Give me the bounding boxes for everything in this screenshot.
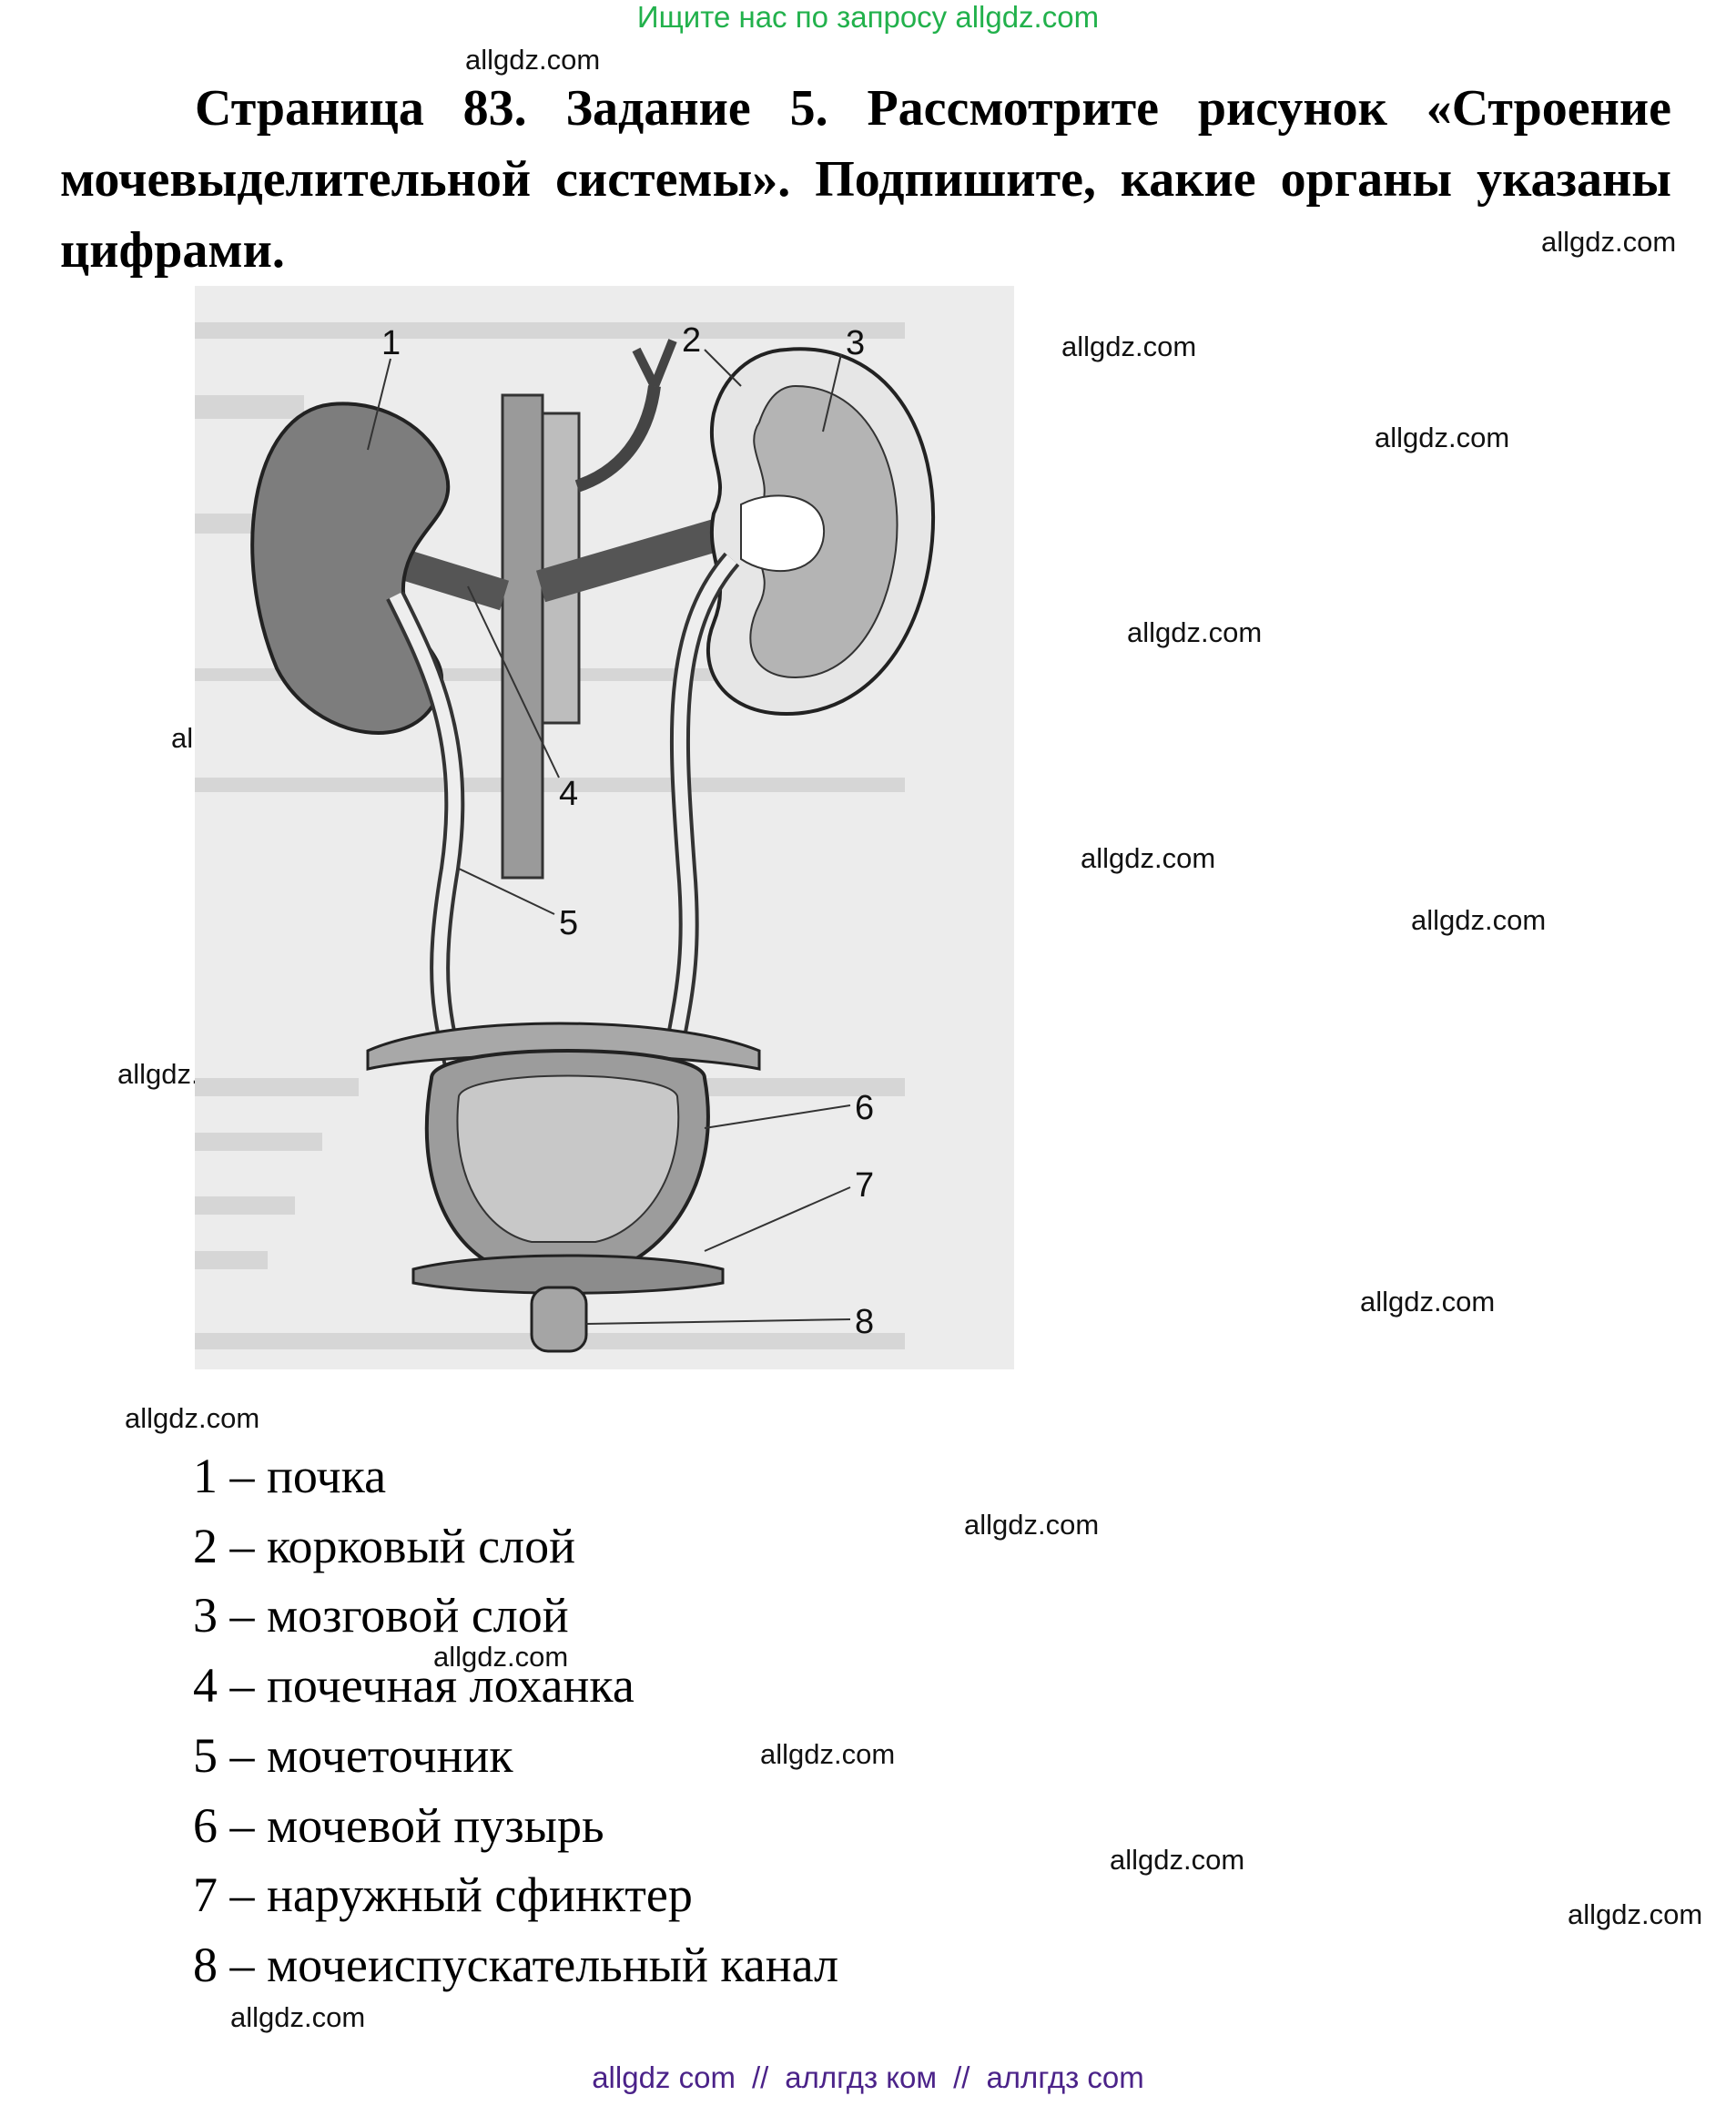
answer-item: 2 – корковый слой	[193, 1518, 575, 1573]
figure-label-5: 5	[559, 904, 578, 942]
figure-label-1: 1	[381, 324, 401, 362]
answer-item: 8 – мочеиспускательный канал	[193, 1937, 839, 1992]
link-separator: //	[953, 2060, 970, 2094]
answer-list: 1 – почка 2 – корковый слой 3 – мозговой…	[193, 1441, 838, 2000]
answer-item: 7 – наружный сфинктер	[193, 1867, 693, 1923]
figure-label-4: 4	[559, 775, 578, 813]
watermark: allgdz.com	[1110, 1844, 1245, 1876]
watermark: allgdz.com	[1375, 422, 1510, 453]
sphincter	[411, 1254, 725, 1295]
leader-lines	[367, 349, 851, 1325]
figure-label-2: 2	[682, 321, 701, 360]
answer-item: 6 – мочевой пузырь	[193, 1797, 604, 1853]
answer-item: 1 – почка	[193, 1449, 387, 1503]
watermark: allgdz.com	[1568, 1898, 1703, 1930]
figure-label-6: 6	[855, 1089, 874, 1127]
watermark: allgdz.com	[465, 44, 601, 76]
answer-item: 3 – мозговой слой	[193, 1588, 569, 1643]
bottom-link[interactable]: allgdz com	[592, 2060, 736, 2094]
urethra	[530, 1286, 588, 1353]
watermark: allgdz.com	[230, 2001, 366, 2033]
answer-item: 4 – почечная лоханка	[193, 1658, 635, 1714]
figure-label-3: 3	[846, 324, 865, 362]
watermark: allgdz.com	[1360, 1286, 1496, 1318]
watermark: allgdz.com	[1411, 904, 1547, 936]
watermark: allgdz.com	[1061, 331, 1197, 362]
watermark: allgdz.com	[433, 1641, 569, 1673]
urinary-system-drawing: 1 2 3 4 5 6 7 8	[195, 321, 936, 1353]
bottom-link[interactable]: аллгдз ком	[785, 2060, 938, 2094]
figure-label-7: 7	[855, 1166, 874, 1205]
watermark: allgdz.com	[125, 1402, 260, 1434]
task-heading: Страница 83. Задание 5. Рассмотрите рису…	[60, 80, 1671, 279]
urinary-system-figure: 1 2 3 4 5 6 7 8	[195, 286, 1014, 1369]
bottom-links: allgdz com // аллгдз ком // аллгдз com	[0, 2060, 1736, 2095]
watermark: allgdz.com	[760, 1738, 896, 1770]
bottom-link[interactable]: аллгдз com	[986, 2060, 1144, 2094]
top-banner-link[interactable]: Ищите нас по запросу allgdz.com	[636, 0, 1100, 34]
watermark: allgdz.com	[964, 1509, 1100, 1541]
figure-label-8: 8	[855, 1303, 874, 1341]
watermark: allgdz.com	[1081, 842, 1216, 874]
vessels	[381, 339, 765, 880]
watermark: allgdz.com	[1127, 616, 1263, 648]
link-separator: //	[751, 2060, 769, 2094]
answer-item: 5 – мочеточник	[193, 1727, 513, 1783]
watermark: allgdz.com	[1541, 226, 1677, 258]
